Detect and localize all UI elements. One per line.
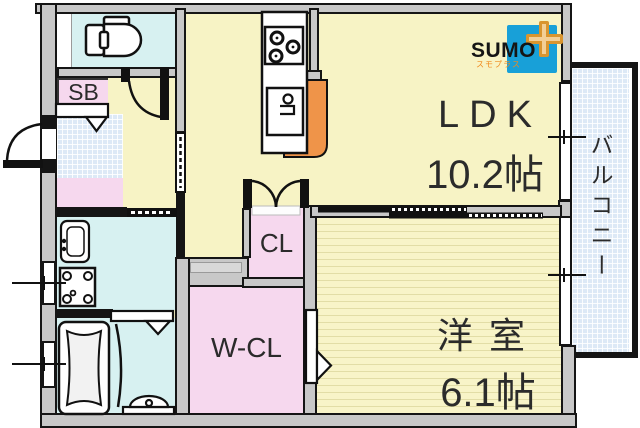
corridor-floor	[57, 178, 123, 208]
wall-kitchen-partition-end	[306, 70, 322, 81]
wall-hall-ldk	[175, 8, 186, 133]
wall-washroom-top	[57, 207, 127, 217]
room-walk-in-closet	[190, 287, 303, 413]
entrance-hinge-bottom	[40, 159, 56, 173]
entrance-opening	[42, 116, 56, 173]
balcony-railing	[565, 62, 638, 358]
balcony-floor	[567, 68, 629, 352]
sumo-logo-plus-icon	[526, 21, 563, 57]
western-room-size: 6.1帖	[440, 371, 536, 415]
balcony-label: バルコニー	[587, 133, 613, 283]
wall-wcl-left	[175, 257, 190, 415]
pipe-space	[56, 13, 72, 70]
wall-top	[35, 3, 572, 14]
shoe-box-label: SB	[68, 78, 99, 105]
ldk-label: LDK	[438, 93, 542, 136]
entrance-tile	[57, 114, 123, 178]
room-closet	[249, 207, 303, 278]
wall-washroom-bath	[57, 309, 113, 318]
ldk-size: 10.2帖	[426, 153, 544, 197]
window-western-balcony	[559, 216, 572, 346]
sumo-logo-subtext: スモプラス	[476, 60, 521, 69]
western-room-label: 洋室	[436, 315, 541, 356]
window-washroom	[42, 261, 56, 305]
sumo-logo: SUMO スモプラス	[471, 17, 566, 73]
wall-right-bottom	[561, 345, 576, 415]
walk-in-closet-label: W-CL	[210, 332, 283, 363]
wall-mid-inset	[190, 262, 242, 273]
wall-toilet-bottom	[57, 67, 177, 78]
sumo-logo-text: SUMO	[471, 39, 536, 62]
wall-hall-lower	[176, 192, 185, 258]
room-washroom	[57, 217, 176, 310]
wall-cl-western	[303, 205, 317, 415]
room-bathroom	[57, 318, 176, 414]
window-ldk-balcony	[559, 82, 572, 201]
window-bathroom	[42, 341, 56, 388]
wall-kitchen-partition	[309, 8, 319, 72]
closet-label: CL	[259, 227, 294, 258]
entrance-door-icon	[3, 122, 43, 168]
room-toilet	[70, 13, 177, 67]
wall-western-top	[310, 205, 562, 218]
entrance-hinge-top	[40, 115, 56, 129]
wall-cl-bottom	[242, 277, 310, 288]
room-western	[317, 218, 562, 414]
